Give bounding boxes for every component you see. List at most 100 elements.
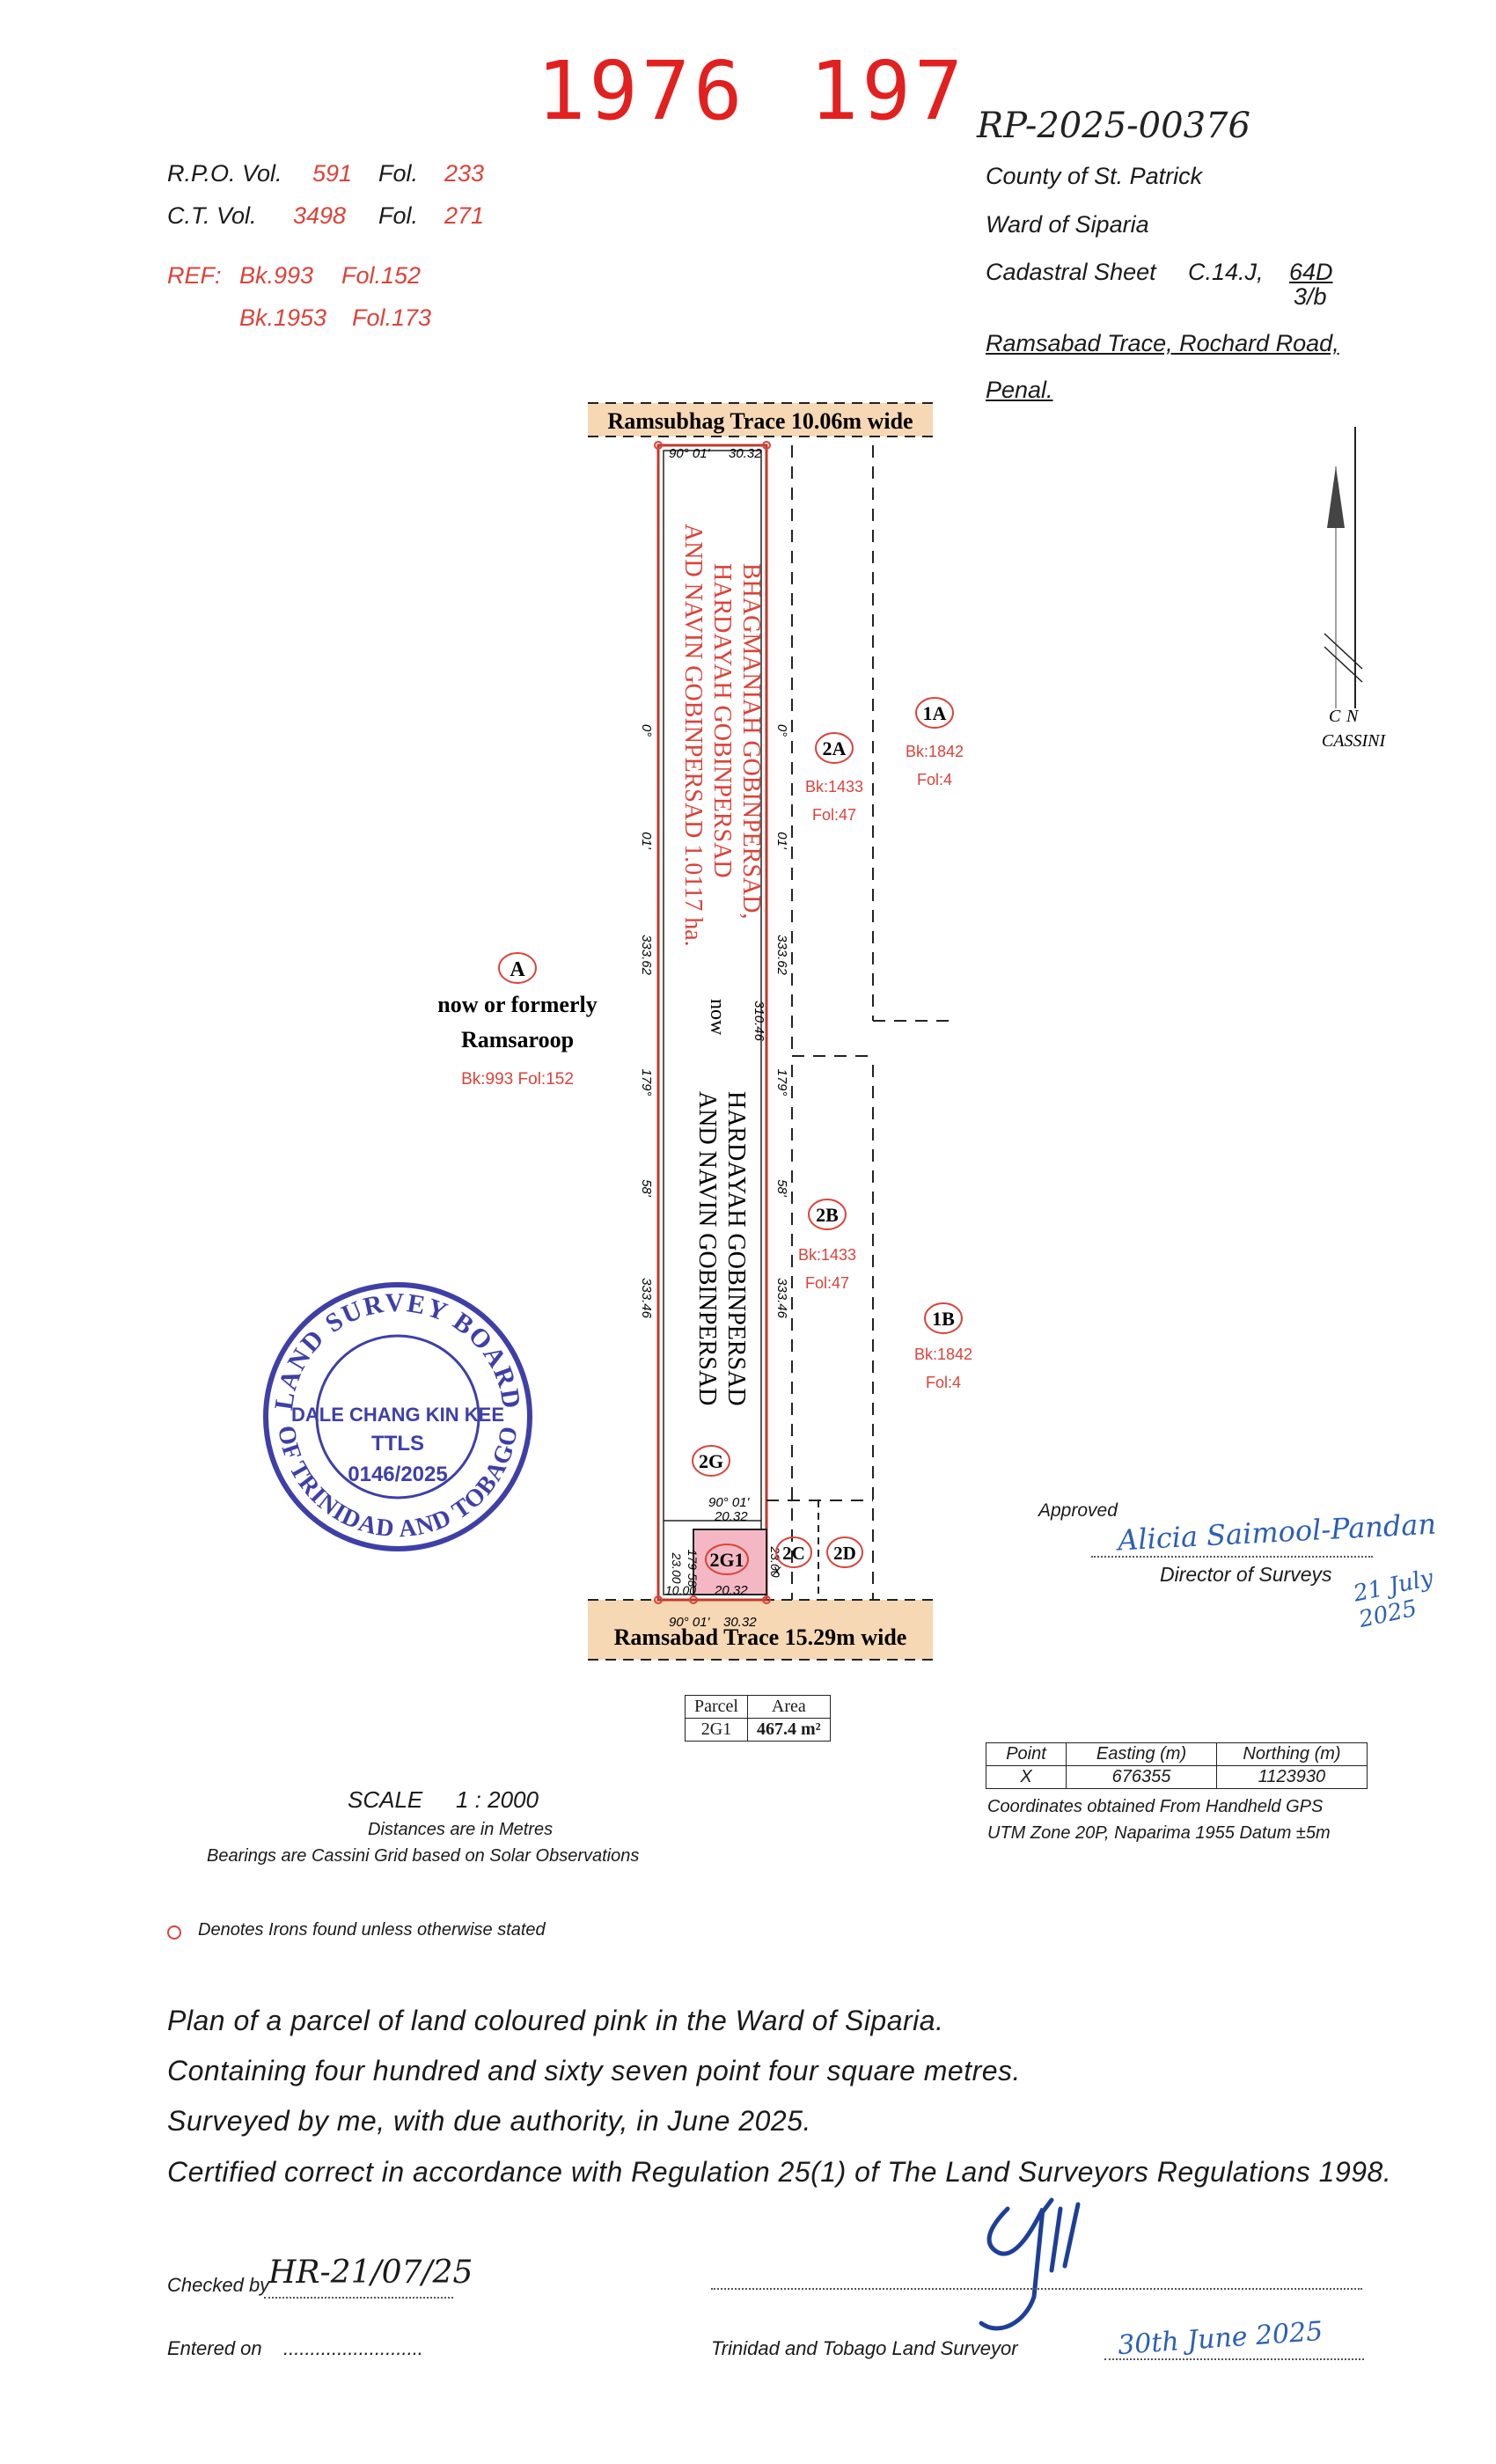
checked-line [264, 2297, 453, 2299]
parcel-2g1-label: 2G1 [709, 1549, 744, 1571]
rpo-label: R.P.O. Vol. [167, 160, 282, 187]
parcel-1a-bk: Bk:1842 [906, 743, 964, 760]
area-header-parcel: Parcel [685, 1695, 748, 1719]
coord-easting: 676355 [1066, 1765, 1217, 1789]
bottom-left-dim: 10.00 [665, 1583, 696, 1597]
coord-header-northing: Northing (m) [1216, 1742, 1368, 1766]
cadastral-numerator: 64D [1289, 259, 1333, 285]
parcel-2g-dist: 20.32 [714, 1509, 748, 1524]
ref1-bk: Bk.993 [239, 262, 314, 289]
ct-fol-label: Fol. [378, 202, 419, 229]
county: County of St. Patrick [986, 163, 1203, 189]
north-road-band [588, 403, 933, 436]
surveyor-signature-line [711, 2288, 1362, 2290]
stamp-name: DALE CHANG KIN KEE [291, 1404, 504, 1426]
coord-header-point: Point [986, 1742, 1067, 1766]
surveyor-signature-mark [979, 2197, 1081, 2331]
bearings-note: Bearings are Cassini Grid based on Solar… [207, 1846, 640, 1866]
statement-line2: Containing four hundred and sixty seven … [167, 2055, 1021, 2086]
surveyor-date-line [1104, 2358, 1364, 2360]
cadastral-denominator: 3/b [1294, 283, 1327, 310]
east-bearing-b: 01' [774, 832, 789, 850]
ref1-fol: Fol.152 [341, 262, 422, 289]
rp-number: RP-2025-00376 [977, 106, 1250, 146]
north-label-cassini: CASSINI [1322, 731, 1387, 751]
parcel-2g1-bottom: 20.32 [714, 1583, 748, 1598]
parcel-1a-fol: Fol:4 [917, 771, 952, 788]
owners-now-line2: AND NAVIN GOBINPERSAD [693, 1091, 721, 1405]
checked-value: HR-21/07/25 [268, 2255, 473, 2291]
stamp-title: TTLS [371, 1432, 424, 1456]
west-bearing-c: 179° [639, 1068, 654, 1096]
parcel-2b-fol: Fol:47 [805, 1274, 849, 1292]
stamp-number: 0146/2025 [348, 1463, 447, 1486]
west-dist: 333.62 [639, 935, 654, 976]
parcel-2a-label: 2A [823, 737, 847, 759]
parcel-1a-label: 1A [923, 702, 947, 724]
bottom-dist: 30.32 [723, 1615, 757, 1630]
approved-label: Approved [1038, 1500, 1118, 1521]
statement-line3: Surveyed by me, with due authority, in J… [167, 2105, 811, 2137]
parcel-2b-label: 2B [816, 1204, 839, 1226]
owners-former-line1: BHAGMANIAH GOBINPERSAD, [737, 563, 765, 919]
area-parcel: 2G1 [685, 1718, 748, 1742]
parcel-2g-bearing: 90° 01' [708, 1495, 751, 1510]
scale-label: SCALE [348, 1786, 423, 1813]
ward: Ward of Siparia [986, 211, 1149, 238]
parcel-2c-label: 2C [782, 1543, 805, 1564]
area-header-area: Area [746, 1695, 831, 1719]
east-dist-inner: 310.46 [752, 1001, 766, 1042]
entered-label: Entered on [167, 2337, 262, 2359]
svg-text:LAND SURVEY BOARD: LAND SURVEY BOARD [269, 1288, 526, 1412]
location-line1: Ramsabad Trace, Rochard Road, [986, 330, 1339, 356]
surveyor-date: 30th June 2025 [1117, 2315, 1324, 2362]
parcel-2b-bk: Bk:1433 [798, 1246, 856, 1264]
parcel-2g-boundary [656, 444, 768, 1602]
parcel-a-label: A [510, 958, 525, 981]
stamp-outer-top: LAND SURVEY BOARD [269, 1288, 524, 1412]
coord-note2: UTM Zone 20P, Naparima 1955 Datum ±5m [987, 1823, 1331, 1843]
south-road-band [588, 1600, 933, 1660]
file-number-right: 197 [810, 44, 967, 138]
parcel-2d-label: 2D [833, 1543, 856, 1564]
coord-header-easting: Easting (m) [1066, 1742, 1217, 1766]
owners-now-line1: HARDAYAH GOBINPERSAD [722, 1091, 750, 1406]
area-table: Parcel Area 2G1 467.4 m² [685, 1695, 831, 1742]
legend-irons: Denotes Irons found unless otherwise sta… [198, 1920, 546, 1940]
statement-line1: Plan of a parcel of land coloured pink i… [167, 2005, 944, 2036]
bottom-bearing: 90° 01' [669, 1615, 711, 1630]
owners-former-line3: AND NAVIN GOBINPERSAD 1.0117 ha. [679, 524, 707, 947]
cadastral-label: Cadastral Sheet [986, 259, 1156, 285]
ref-label: REF: [167, 262, 222, 289]
north-road-label: Ramsubhag Trace 10.06m wide [607, 408, 913, 434]
west-dist2: 333.46 [639, 1278, 654, 1319]
parcel-1b-fol: Fol:4 [926, 1374, 961, 1391]
west-bearing-a: 0° [639, 724, 654, 737]
east-bearing-a: 0° [774, 724, 789, 737]
parcel-2g-label: 2G [699, 1450, 723, 1472]
north-label-n: N [1346, 707, 1360, 726]
top-bearing: 90° 01' [669, 446, 711, 461]
owners-former-line2: HARDAYAH GOBINPERSAD [708, 563, 736, 878]
land-survey-board-stamp: LAND SURVEY BOARD OF TRINIDAD AND TOBAGO… [263, 1282, 532, 1551]
parcel-1b-bk: Bk:1842 [914, 1346, 972, 1363]
parcel-1b-label: 1B [932, 1308, 955, 1330]
side-left-dim: 23.00 [670, 1551, 684, 1583]
top-dist: 30.32 [729, 446, 762, 461]
point-x-label: X [772, 1564, 781, 1578]
ct-fol: 271 [444, 202, 485, 229]
director-role: Director of Surveys [1160, 1563, 1332, 1586]
parcel-2a-fol: Fol:47 [812, 806, 856, 824]
parcel-a-line1: now or formerly [437, 992, 597, 1017]
east-bearing-d: 58' [774, 1179, 789, 1198]
coord-point: X [986, 1765, 1067, 1789]
statement-line4: Certified correct in accordance with Reg… [167, 2156, 1392, 2188]
ct-label: C.T. Vol. [167, 202, 257, 229]
file-number-left: 1976 [537, 44, 746, 138]
cadastral-value: C.14.J, [1188, 259, 1264, 285]
approval-line [1091, 1556, 1373, 1558]
entered-dots: .......................... [283, 2337, 423, 2359]
scale-value: 1 : 2000 [456, 1786, 539, 1813]
parcel-a-ref: Bk:993 Fol:152 [461, 1070, 574, 1089]
now-label: now [706, 999, 729, 1036]
